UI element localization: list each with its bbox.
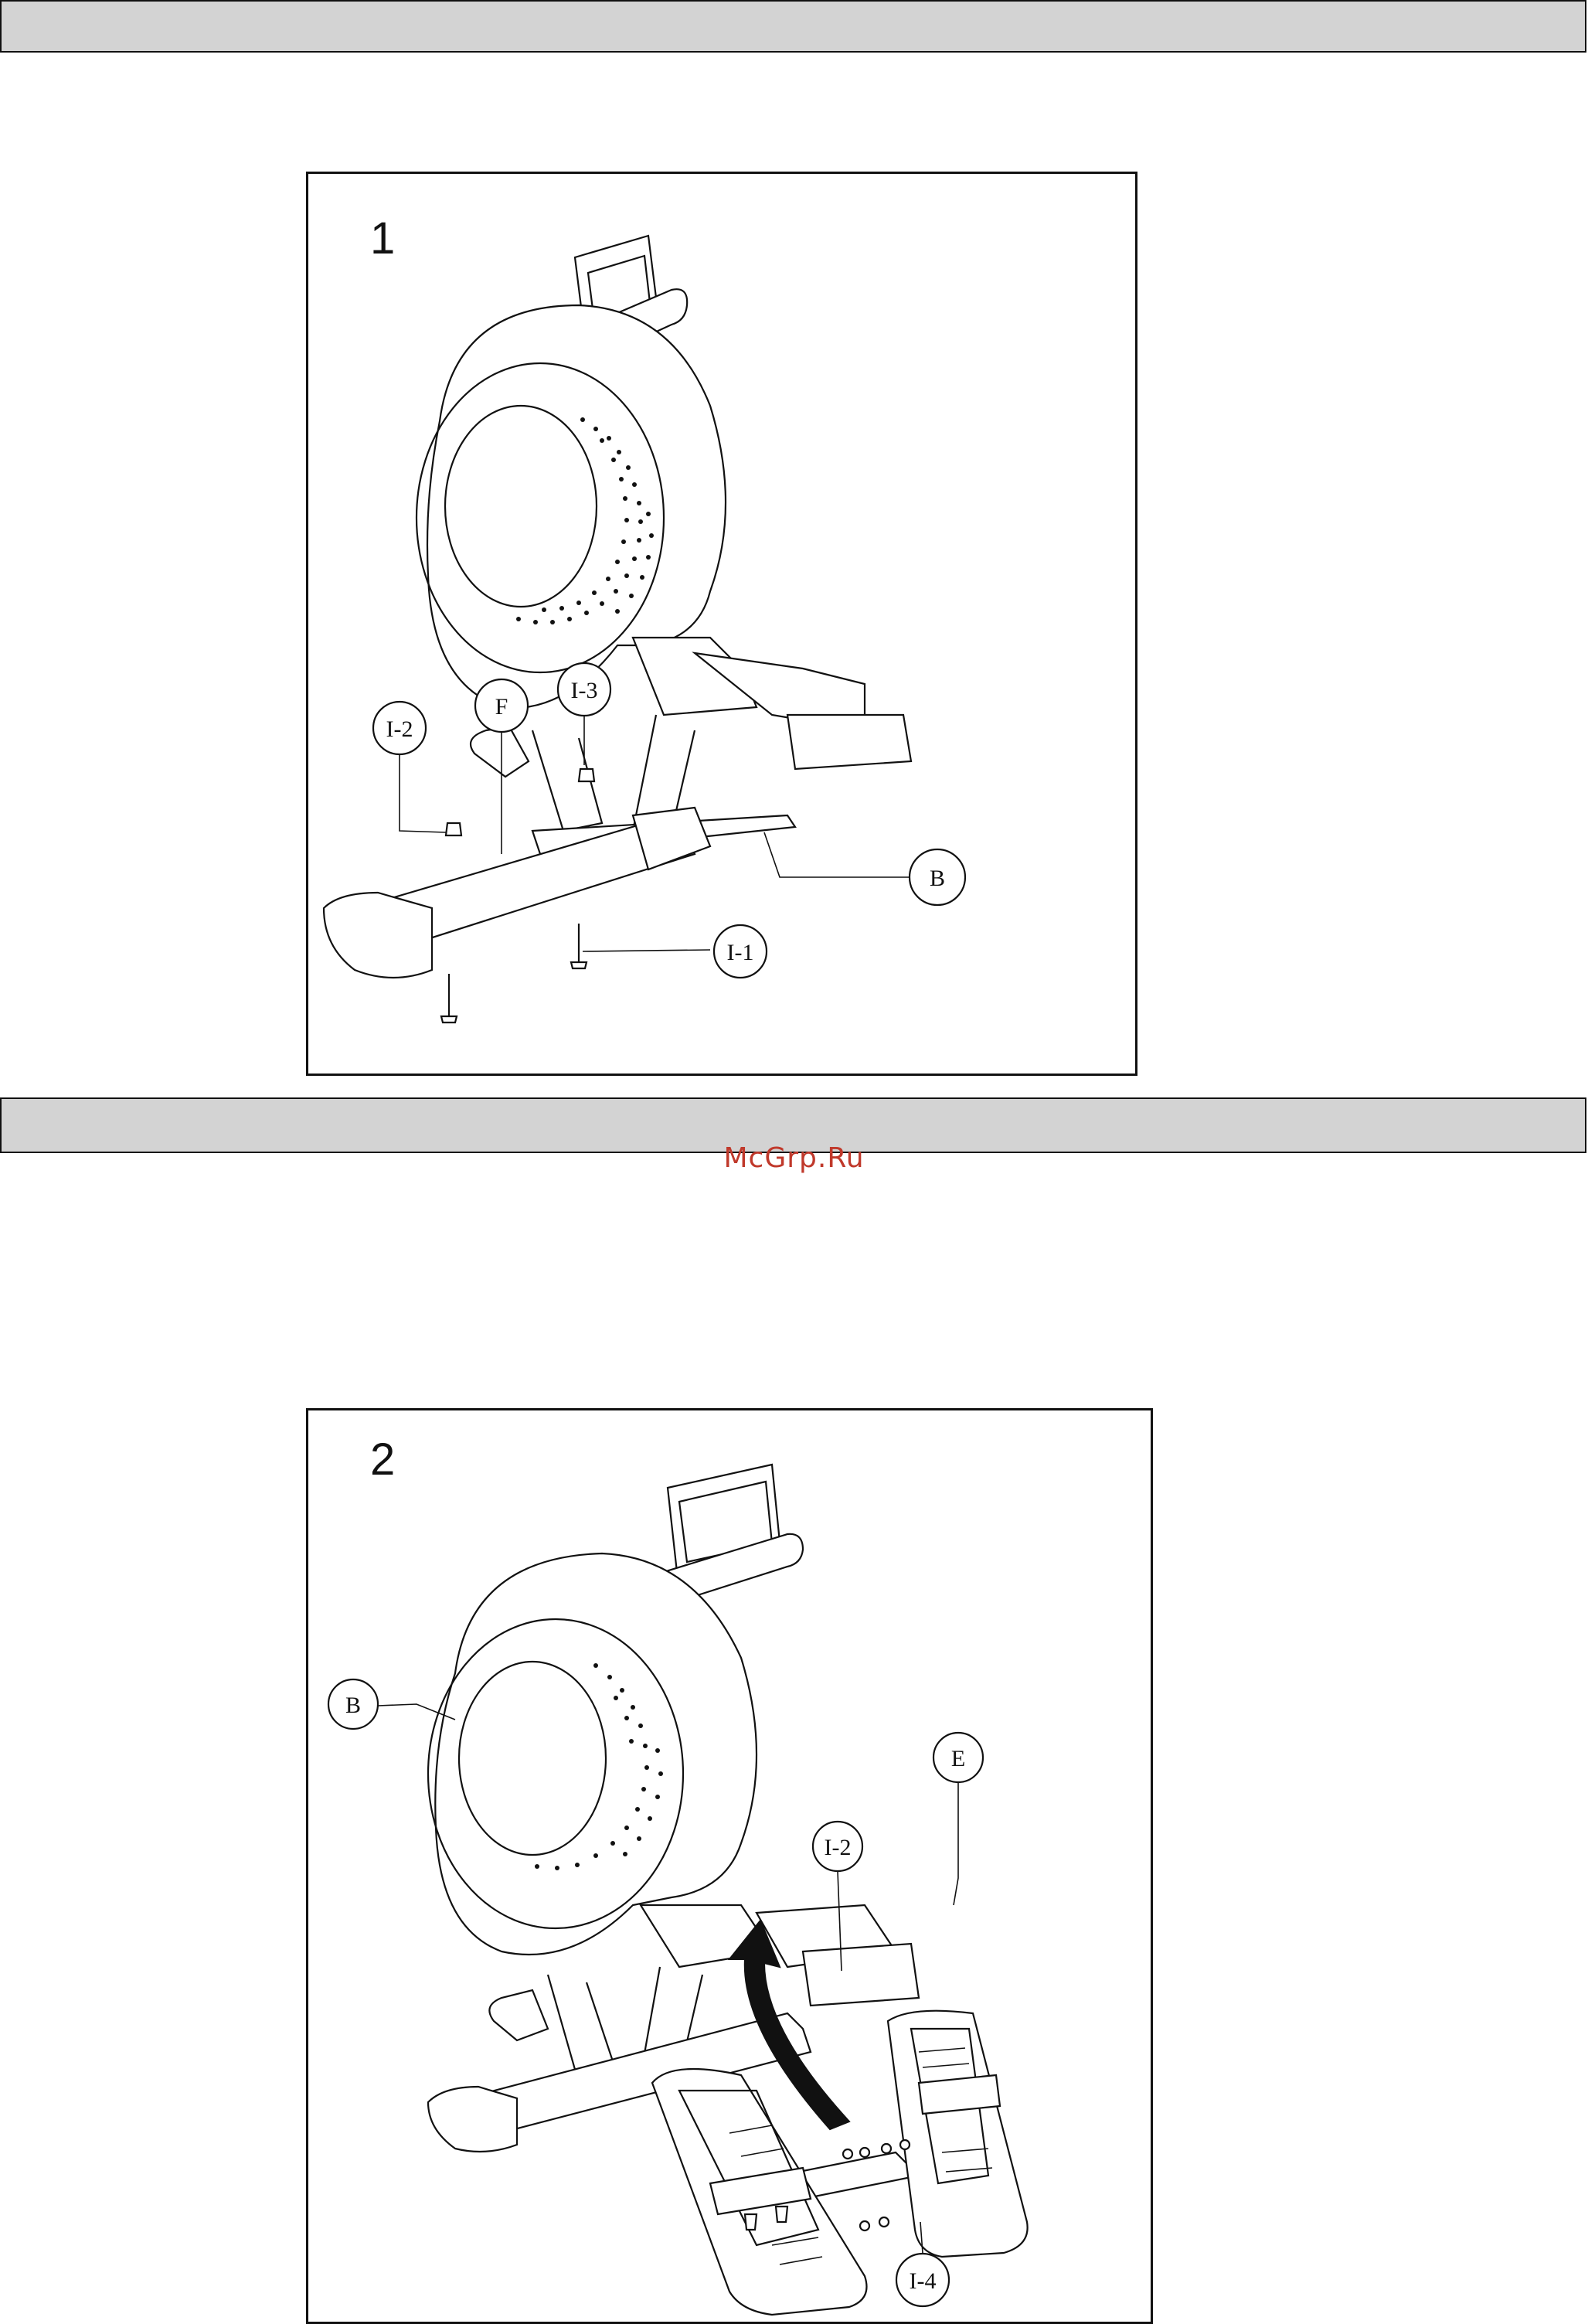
- callout-i3: I-3: [571, 678, 598, 703]
- figure-1-panel: 1: [306, 172, 1137, 1076]
- right-pedal: [888, 2011, 1028, 2257]
- callout-b: B: [345, 1693, 361, 1718]
- front-stabilizer: [324, 808, 710, 978]
- callout-i2: I-2: [825, 1835, 852, 1860]
- callout-i2: I-2: [386, 716, 413, 742]
- header-band-top: [0, 0, 1586, 53]
- figure-2-panel: 2: [306, 1408, 1153, 2324]
- callout-b: B: [930, 866, 945, 891]
- callout-e: E: [951, 1746, 965, 1771]
- callout-f: F: [495, 694, 508, 720]
- rower-front-stabilizer-illustration: I-2 F I-3 I-1 B: [308, 174, 1135, 1074]
- watermark: McGrp.Ru: [0, 1142, 1588, 1174]
- callout-i1: I-1: [727, 940, 754, 965]
- rower-pedal-assembly-illustration: B E I-2 I-4: [308, 1410, 1151, 2322]
- callout-i4: I-4: [910, 2268, 937, 2294]
